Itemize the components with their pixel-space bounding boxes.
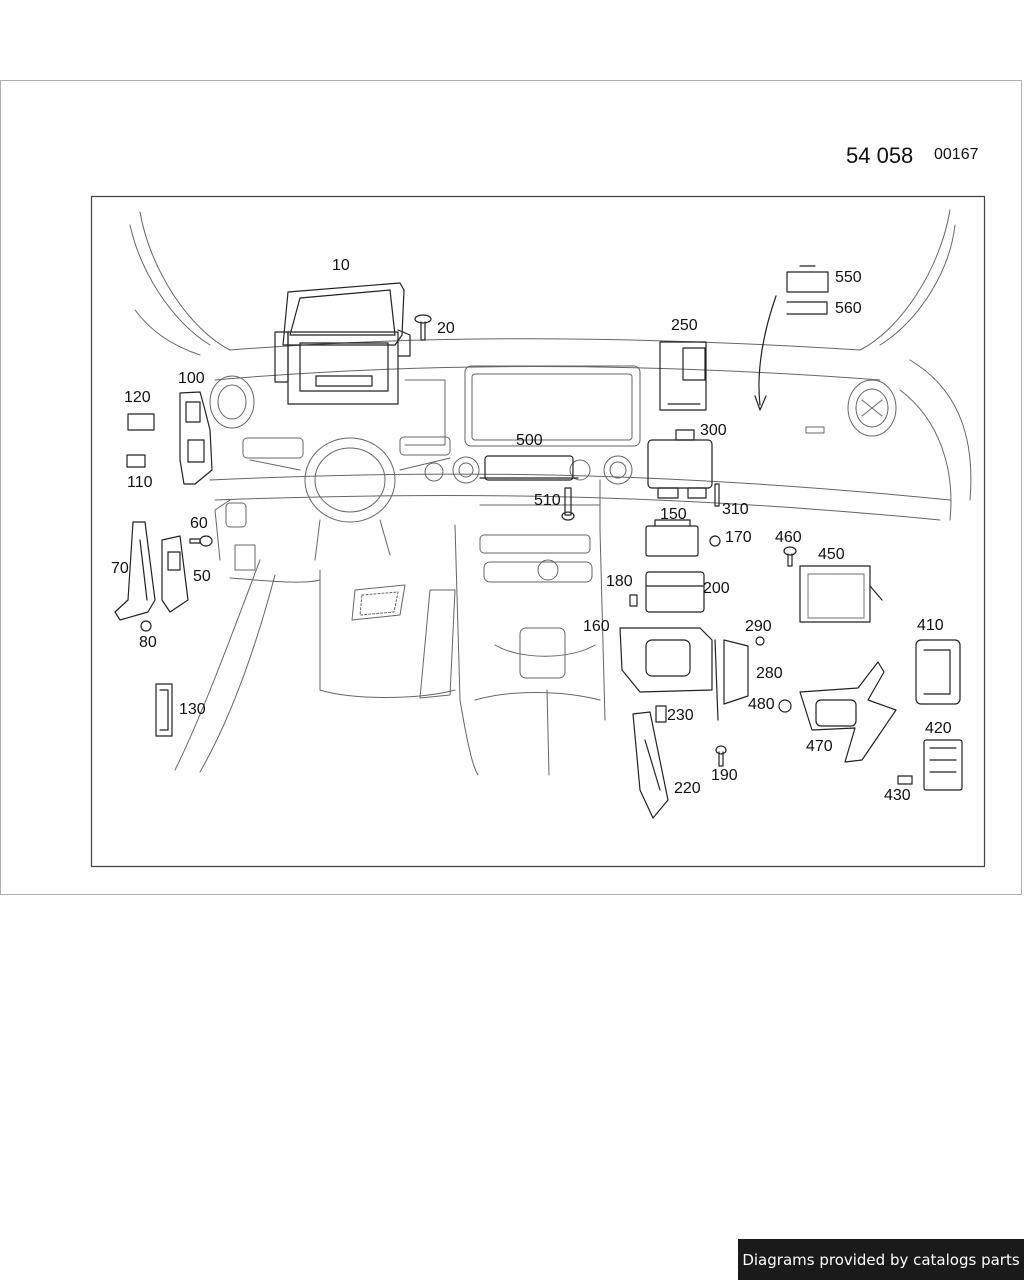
- callout-450: 450: [818, 546, 845, 563]
- callout-470: 470: [806, 738, 833, 755]
- part-300-module: [647, 429, 713, 499]
- callout-420: 420: [925, 720, 952, 737]
- callout-280: 280: [756, 665, 783, 682]
- part-510-screw: [561, 487, 575, 521]
- callout-300: 300: [700, 422, 727, 439]
- part-20-screw: [414, 314, 432, 341]
- diagram-number: 00167: [934, 146, 979, 163]
- callout-290: 290: [745, 618, 772, 635]
- callout-170: 170: [725, 529, 752, 546]
- part-550-cover: [786, 265, 829, 293]
- part-190-screw: [715, 745, 727, 767]
- part-470-bracket: [799, 661, 897, 763]
- part-200-module: [645, 571, 705, 613]
- callout-110: 110: [127, 474, 153, 491]
- part-480-nut: [778, 699, 792, 713]
- part-110-connector: [126, 454, 146, 468]
- callout-250: 250: [671, 317, 698, 334]
- callout-550: 550: [835, 269, 862, 286]
- callout-10: 10: [332, 257, 350, 274]
- callout-130: 130: [179, 701, 206, 718]
- part-250-module: [659, 341, 707, 411]
- callout-150: 150: [660, 506, 687, 523]
- part-450-amplifier: [799, 565, 883, 623]
- callout-20: 20: [437, 320, 455, 337]
- callout-120: 120: [124, 389, 151, 406]
- parts-illustration: [90, 195, 986, 868]
- callout-510: 510: [534, 492, 561, 509]
- part-460-screw: [783, 546, 797, 567]
- callout-80: 80: [139, 634, 157, 651]
- part-430-fuse: [897, 775, 913, 785]
- part-50-bracket: [161, 535, 189, 613]
- part-410-module: [915, 639, 961, 705]
- callout-430: 430: [884, 787, 911, 804]
- part-80-nut: [140, 620, 152, 632]
- callout-500: 500: [516, 432, 543, 449]
- callout-200: 200: [703, 580, 730, 597]
- part-230-clip: [655, 705, 667, 723]
- part-220-module: [632, 711, 669, 819]
- illustration-border: [90, 195, 986, 868]
- callout-230: 230: [667, 707, 694, 724]
- part-170-nut: [709, 535, 721, 547]
- part-70-bracket: [114, 521, 156, 621]
- diagram-frame: [0, 80, 1022, 895]
- callout-180: 180: [606, 573, 633, 590]
- part-180-clip: [629, 594, 638, 607]
- callout-560: 560: [835, 300, 862, 317]
- callout-410: 410: [917, 617, 944, 634]
- part-10-module: [274, 282, 411, 405]
- callout-460: 460: [775, 529, 802, 546]
- part-280-cover: [723, 639, 749, 705]
- part-290-clip: [755, 636, 765, 646]
- callout-310: 310: [722, 501, 749, 518]
- callout-160: 160: [583, 618, 610, 635]
- part-560-seal: [786, 301, 828, 315]
- part-500-module: [479, 455, 579, 481]
- callout-220: 220: [674, 780, 701, 797]
- callout-60: 60: [190, 515, 208, 532]
- callout-50: 50: [193, 568, 211, 585]
- callout-100: 100: [178, 370, 205, 387]
- part-120-connector: [127, 413, 155, 431]
- callout-480: 480: [748, 696, 775, 713]
- footer-credit[interactable]: Diagrams provided by catalogs parts: [738, 1239, 1024, 1280]
- part-150-module: [645, 519, 699, 557]
- part-310-screw: [714, 483, 720, 507]
- part-420-module: [923, 739, 963, 791]
- diagram-group-code: 54 058: [846, 143, 914, 168]
- callout-190: 190: [711, 767, 738, 784]
- part-130-module: [155, 683, 173, 737]
- part-60-screw: [189, 535, 213, 547]
- arrow-indicator: [754, 295, 777, 411]
- part-100-bracket: [179, 391, 213, 485]
- callout-70: 70: [111, 560, 129, 577]
- part-160-bracket: [619, 627, 719, 721]
